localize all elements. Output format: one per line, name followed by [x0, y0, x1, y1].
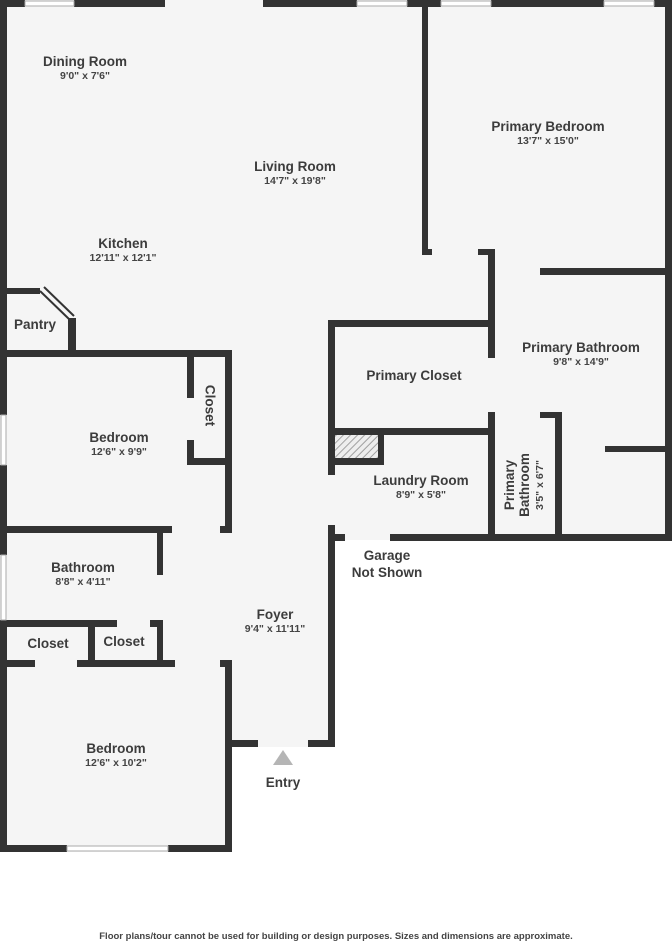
entry-arrow-icon — [273, 750, 293, 765]
room-name: Closet — [202, 384, 218, 427]
room-name: Bathroom — [51, 560, 115, 575]
room-name: Kitchen — [98, 236, 148, 251]
room-name: Closet — [27, 636, 69, 651]
windows — [0, 0, 655, 852]
room-name: Primary Bathroom — [522, 340, 640, 355]
room-closet-2: Closet — [27, 636, 68, 651]
pantry-door — [39, 286, 75, 321]
room-pantry: Pantry — [14, 317, 56, 332]
room-dim: 14'7" x 19'8" — [264, 175, 326, 187]
room-dim: 9'4" x 11'11" — [244, 623, 306, 635]
room-dim: 9'0" x 7'6" — [60, 70, 110, 82]
room-dim: 12'11" x 12'1" — [89, 252, 157, 264]
walls — [0, 0, 672, 852]
room-name: Bedroom — [86, 741, 146, 756]
room-closet-3: Closet — [103, 634, 144, 649]
room-dim: 12'6" x 9'9" — [91, 446, 147, 458]
room-primary-closet: Primary Closet — [366, 368, 461, 383]
room-name: Bedroom — [89, 430, 149, 445]
room-name: Foyer — [256, 607, 294, 622]
room-name-2: Bathroom — [517, 453, 532, 517]
room-name: Primary Closet — [366, 368, 462, 383]
room-name: Laundry Room — [373, 473, 469, 488]
room-dim: 13'7" x 15'0" — [517, 135, 579, 147]
room-dim: 3'5" x 6'7" — [534, 460, 546, 510]
garage-note-line2: Not Shown — [351, 565, 423, 580]
room-dim: 9'8" x 14'9" — [553, 356, 609, 368]
room-dim: 8'8" x 4'11" — [55, 576, 111, 588]
room-name: Pantry — [13, 317, 57, 332]
entry-label: Entry — [266, 775, 301, 790]
room-dim: 8'9" x 5'8" — [396, 489, 446, 501]
room-name: Closet — [103, 634, 145, 649]
entry-text: Entry — [265, 775, 301, 790]
room-name: Living Room — [254, 159, 336, 174]
room-name: Primary Bedroom — [491, 119, 605, 134]
disclaimer: Floor plans/tour cannot be used for buil… — [99, 931, 573, 942]
garage-note-line1: Garage — [363, 548, 411, 563]
room-name-1: Primary — [502, 459, 517, 511]
room-dim: 12'6" x 10'2" — [85, 757, 147, 769]
hatched-area — [335, 435, 378, 458]
room-closet-1: Closet — [203, 376, 218, 436]
room-name: Dining Room — [43, 54, 127, 69]
